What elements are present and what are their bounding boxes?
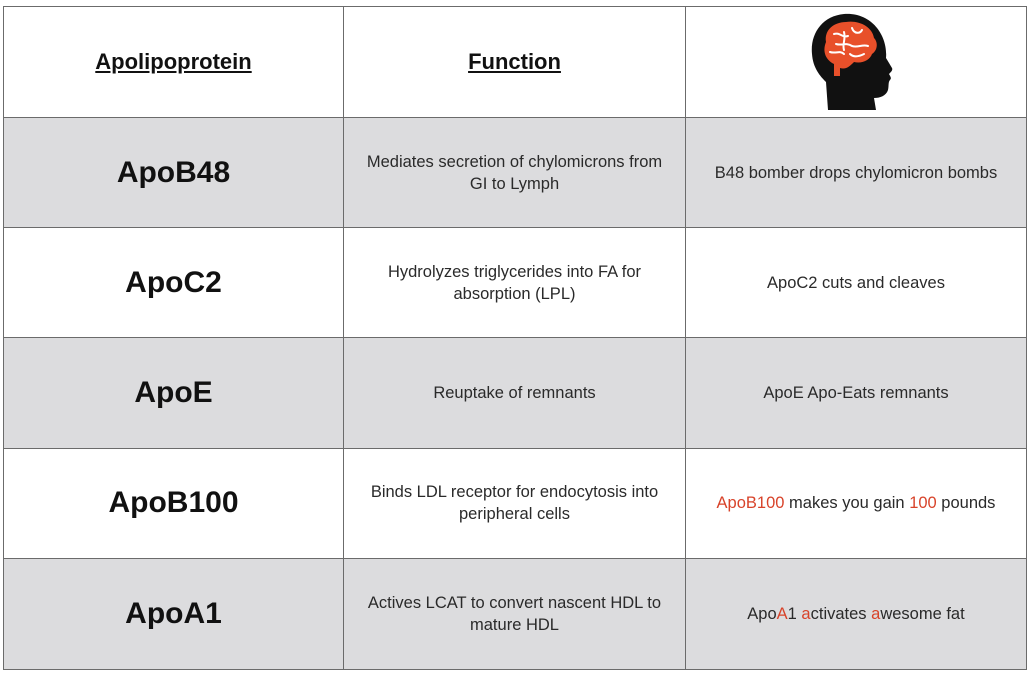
table-row-apoe-mnemonic-cell: ApoE Apo-Eats remnants [686, 338, 1026, 449]
mnemonic-highlight: a [871, 604, 881, 623]
table-row-apoe-name-cell: ApoE [4, 338, 344, 449]
table-row-apoa1-mnemonic-cell: ApoA1 activates awesome fat [686, 558, 1026, 669]
table-row-apoe-function-cell: Reuptake of remnants [344, 338, 686, 449]
head-with-brain-icon [806, 10, 906, 114]
mnemonic-segment: pounds [936, 494, 996, 513]
table-row-apoc2-function-cell: Hydrolyzes triglycerides into FA for abs… [344, 228, 686, 339]
apolipoprotein-table: Apolipoprotein Function ApoB48 Mediates … [3, 6, 1027, 670]
table-row-apoc2-name-cell: ApoC2 [4, 228, 344, 339]
mnemonic-segment: 1 [787, 604, 802, 623]
function-text: Mediates secretion of chylomicrons from … [366, 152, 663, 193]
mnemonic-text: ApoC2 cuts and cleaves [767, 273, 945, 292]
mnemonic-highlight: 100 [909, 494, 937, 513]
mnemonic-segment: Apo [747, 604, 777, 623]
apolipoprotein-name: ApoA1 [125, 596, 222, 630]
table-row-apob48-name-cell: ApoB48 [4, 118, 344, 229]
header-cell-apolipoprotein: Apolipoprotein [4, 7, 344, 118]
apolipoprotein-name: ApoB48 [116, 155, 231, 189]
mnemonic-segment: wesome fat [880, 604, 965, 623]
table-row-apob100-function-cell: Binds LDL receptor for endocytosis into … [344, 448, 686, 559]
mnemonic-text: B48 bomber drops chylomicron bombs [714, 163, 998, 182]
function-text: Reuptake of remnants [433, 383, 596, 402]
header-apolipoprotein: Apolipoprotein [95, 49, 252, 74]
table-row-apoc2-mnemonic-cell: ApoC2 cuts and cleaves [686, 228, 1026, 339]
header-cell-function: Function [344, 7, 686, 118]
header-cell-mnemonic [686, 7, 1026, 118]
table-row-apob48-function-cell: Mediates secretion of chylomicrons from … [344, 118, 686, 229]
apolipoprotein-name: ApoB100 [108, 486, 239, 520]
function-text: Binds LDL receptor for endocytosis into … [370, 483, 659, 524]
table-row-apob100-name-cell: ApoB100 [4, 448, 344, 559]
table-row-apoa1-function-cell: Actives LCAT to convert nascent HDL to m… [344, 558, 686, 669]
mnemonic-highlight: ApoB100 [716, 494, 785, 513]
table-row-apob100-mnemonic-cell: ApoB100 makes you gain 100 pounds [686, 449, 1026, 559]
mnemonic-segment: ctivates [810, 604, 872, 623]
apolipoprotein-name: ApoE [134, 375, 213, 409]
mnemonic-text: ApoA1 activates awesome fat [735, 603, 976, 625]
mnemonic-text: ApoE Apo-Eats remnants [763, 383, 949, 402]
mnemonic-text: ApoB100 makes you gain 100 pounds [705, 492, 1008, 514]
function-text: Actives LCAT to convert nascent HDL to m… [367, 593, 662, 634]
header-function: Function [468, 49, 561, 74]
table-row-apoa1-name-cell: ApoA1 [4, 558, 344, 669]
table-row-apob48-mnemonic-cell: B48 bomber drops chylomicron bombs [686, 118, 1026, 229]
mnemonic-segment: makes you gain [784, 494, 910, 513]
apolipoprotein-name: ApoC2 [125, 265, 222, 299]
mnemonic-highlight: a [801, 604, 811, 623]
mnemonic-highlight: A [776, 604, 788, 623]
function-text: Hydrolyzes triglycerides into FA for abs… [387, 262, 642, 303]
